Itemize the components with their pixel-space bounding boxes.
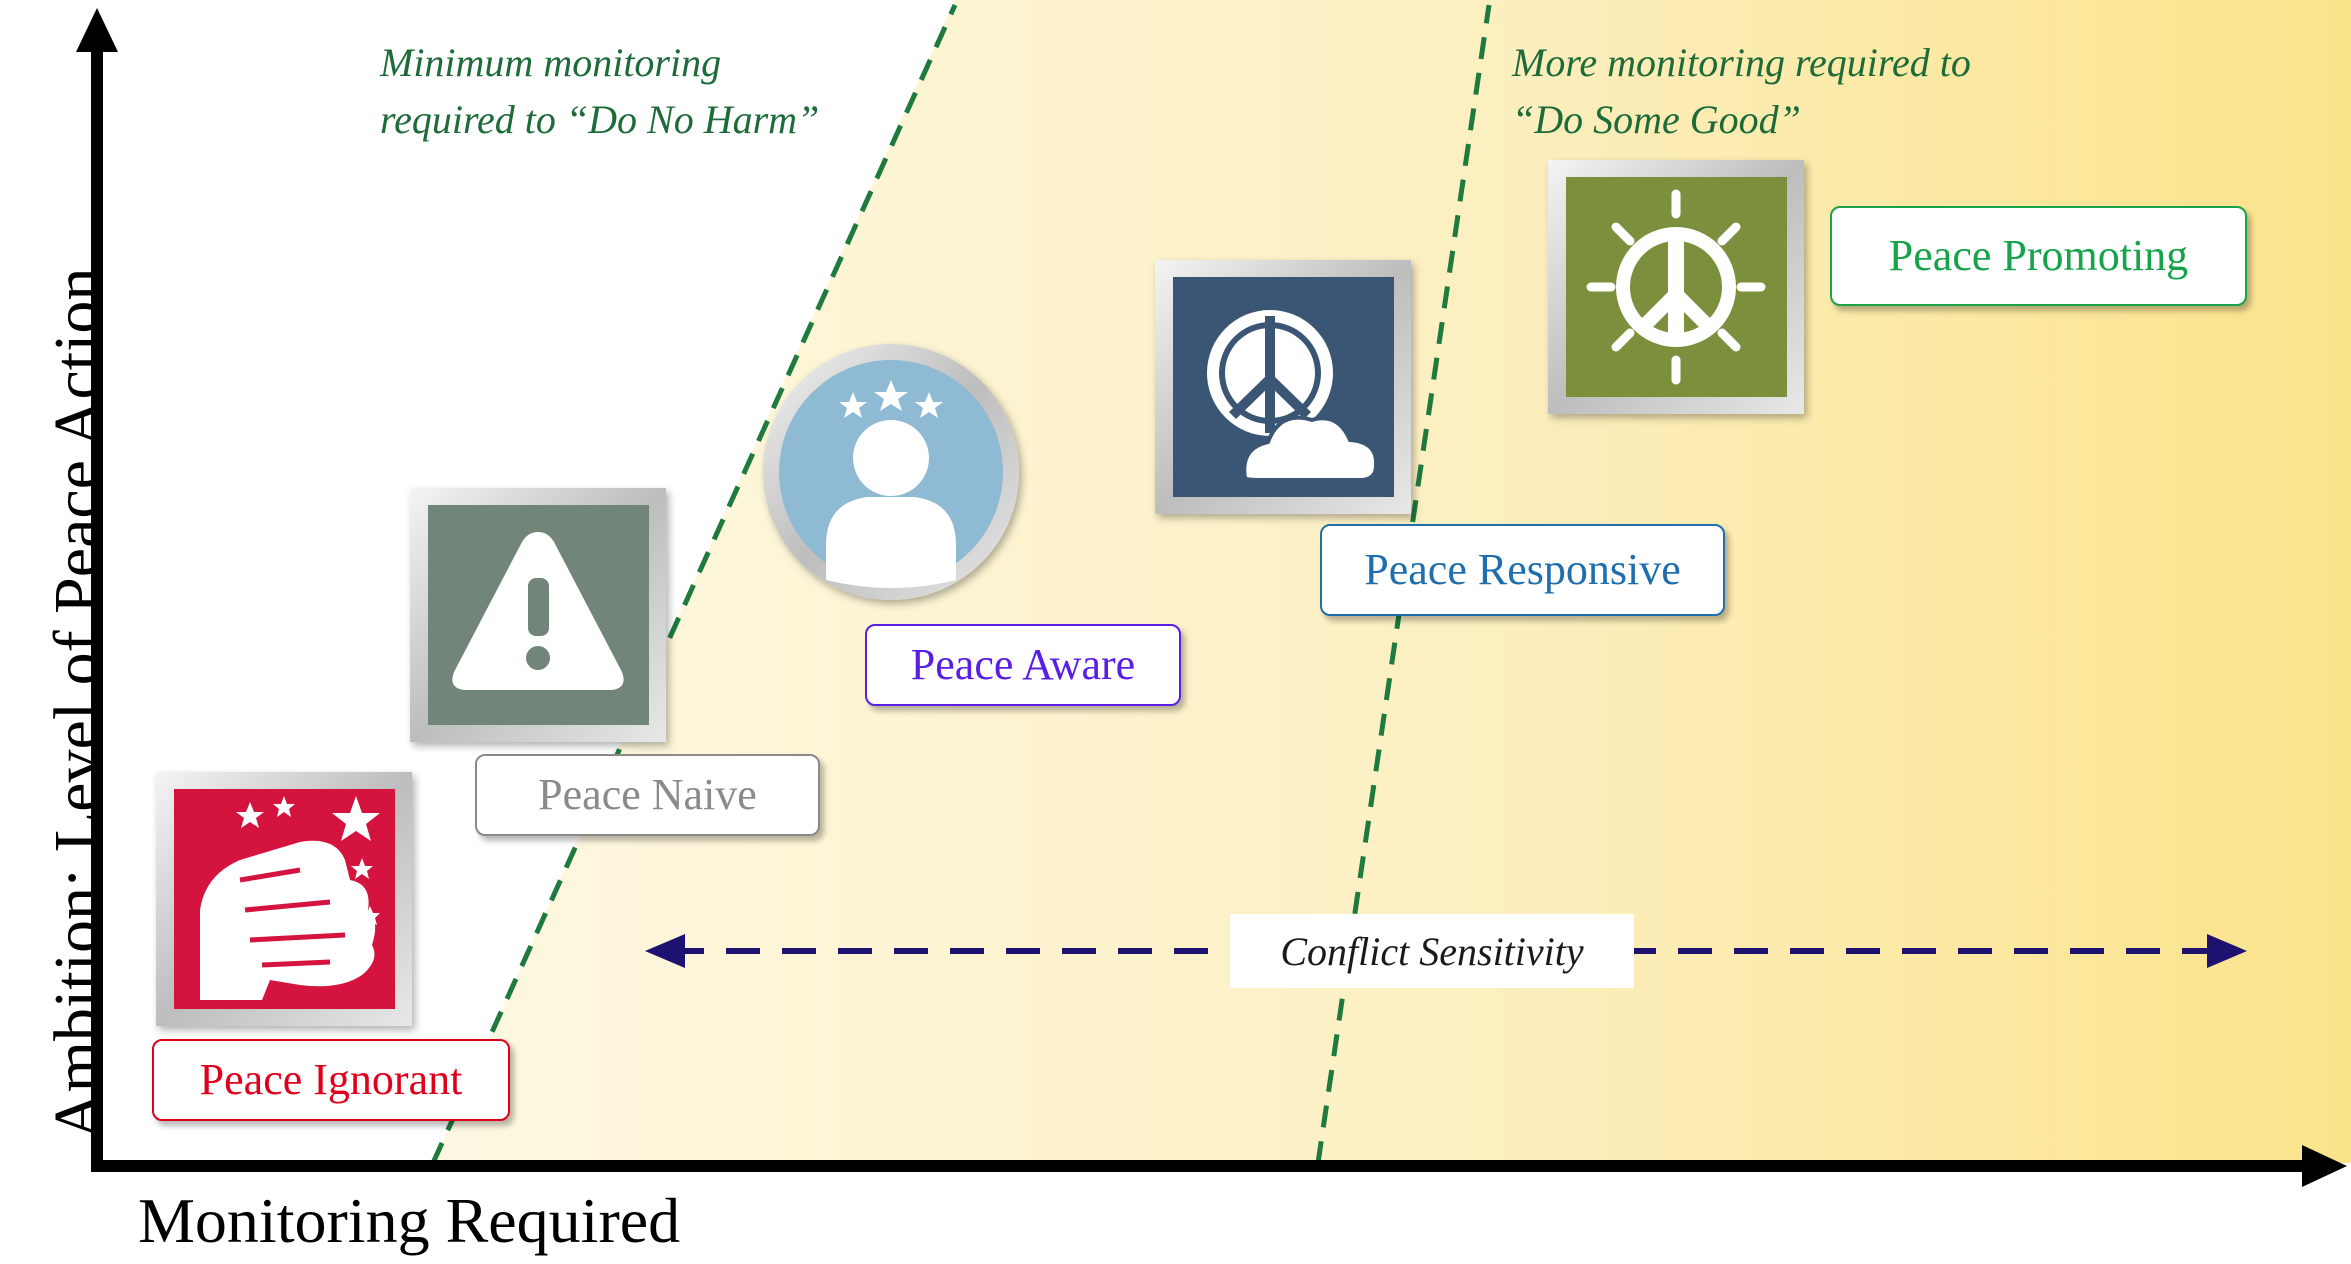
label-peace-aware: Peace Aware	[865, 624, 1181, 706]
warning-icon	[410, 488, 666, 742]
do-some-good-note-line1: More monitoring required to	[1512, 40, 1971, 85]
label-peace-naive: Peace Naive	[475, 754, 820, 836]
do-some-good-note-line2: “Do Some Good”	[1512, 97, 1801, 142]
y-axis-title: Ambition: Level of Peace Action	[41, 267, 114, 1140]
x-axis-arrowhead	[2302, 1145, 2347, 1187]
label-peace-responsive: Peace Responsive	[1320, 524, 1725, 616]
arrowhead-left	[645, 934, 685, 968]
peace-cloud-icon	[1155, 260, 1411, 514]
conflict-sensitivity-label: Conflict Sensitivity	[1230, 914, 1634, 988]
arrowhead-right	[2207, 934, 2247, 968]
person-stars-icon	[763, 344, 1019, 600]
do-no-harm-note: Minimum monitoring required to “Do No Ha…	[380, 34, 819, 148]
label-peace-promoting: Peace Promoting	[1830, 206, 2247, 306]
x-axis-title: Monitoring Required	[138, 1185, 681, 1256]
fist-icon	[156, 772, 412, 1026]
y-axis-arrowhead	[76, 8, 118, 52]
do-no-harm-note-line2: required to “Do No Harm”	[380, 97, 820, 142]
do-some-good-note: More monitoring required to “Do Some Goo…	[1512, 34, 1971, 148]
label-peace-ignorant: Peace Ignorant	[152, 1039, 510, 1121]
do-no-harm-note-line1: Minimum monitoring	[380, 40, 722, 85]
peace-sun-icon	[1548, 160, 1804, 414]
do-no-harm-boundary-line	[430, 3, 958, 1165]
